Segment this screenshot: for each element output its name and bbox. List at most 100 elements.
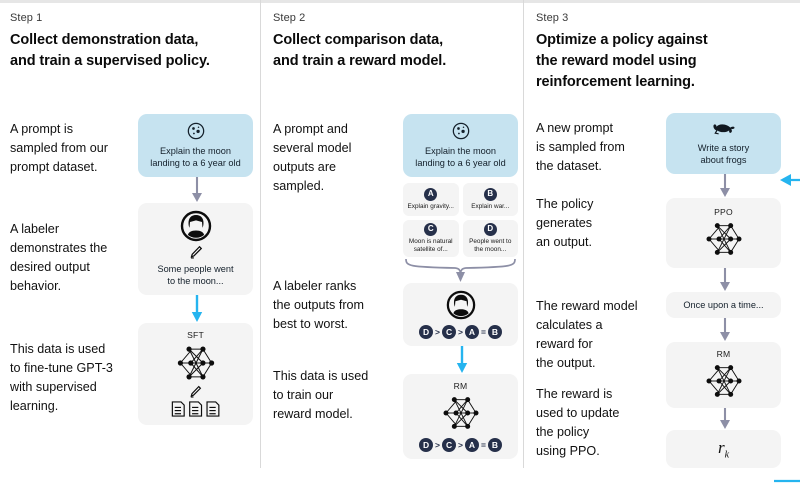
rm-rank-operator-1: > — [435, 439, 441, 450]
step-1-labeler-text: Some people went to the moon... — [157, 263, 234, 287]
step-2-paragraph-1: A prompt and several model outputs are s… — [273, 122, 352, 194]
step-2-column: Step 2 Collect comparison data, and trai… — [260, 0, 523, 468]
step-2-prompt-text: Explain the moon landing to a 6 year old — [415, 146, 506, 169]
step-3-flow: Write a story about frogs PPO — [666, 97, 784, 469]
arrow-output-to-rm — [720, 318, 730, 342]
step-2-rm-node[interactable]: RM — [403, 373, 518, 459]
step-2-ranker-node[interactable]: D > C > A = B — [403, 282, 518, 346]
neural-network-icon — [706, 223, 741, 255]
step-1-prompt-text: Explain the moon landing to a 6 year old — [150, 146, 241, 169]
step-3-title-line1: Optimize a policy against — [536, 32, 708, 48]
arrow-prompt-to-labeler — [192, 176, 202, 202]
rank-badge-4: B — [487, 324, 502, 339]
arrow-rm-to-reward — [720, 408, 730, 430]
step-2-title-line1: Collect comparison data, — [273, 32, 444, 48]
arrow-labeler-to-sft — [191, 294, 203, 322]
step-3-column: Step 3 Optimize a policy against the rew… — [523, 0, 800, 483]
rm-rank-badge-3: A — [464, 437, 479, 452]
step-2-label: Step 2 — [273, 12, 306, 24]
output-option-b[interactable]: B Explain war... — [462, 182, 518, 216]
step-2-title: Collect comparison data, and train a rew… — [273, 30, 523, 72]
step-3-reward-node[interactable]: rk — [666, 430, 781, 469]
option-text-d: People went to the moon... — [469, 237, 512, 253]
option-badge-d: D — [483, 222, 497, 236]
rm-rank-badge-1: D — [419, 437, 434, 452]
step-3-output-node[interactable]: Once upon a time... — [666, 291, 781, 319]
step-2-rm-ranking-row: D > C > A = B — [419, 437, 502, 452]
step-3-label: Step 3 — [536, 12, 569, 24]
rank-operator-1: > — [435, 326, 441, 337]
step-1-label: Step 1 — [10, 12, 43, 24]
rm-rank-operator-2: > — [458, 439, 463, 450]
brace-merge-arrow — [405, 258, 516, 282]
labeler-avatar-icon — [446, 290, 475, 320]
neural-network-icon — [177, 346, 214, 380]
rank-badge-1: D — [419, 324, 434, 339]
step-2-model-outputs: A Explain gravity... B Explain war... C … — [403, 182, 518, 257]
option-text-b: Explain war... — [471, 202, 510, 210]
rank-badge-2: C — [442, 324, 457, 339]
step-1-paragraph-1: A prompt is sampled from our prompt data… — [10, 122, 108, 175]
rank-operator-2: > — [458, 326, 463, 337]
moon-icon — [187, 122, 204, 140]
step-3-output-text: Once upon a time... — [683, 299, 764, 310]
labeler-avatar-icon — [180, 210, 211, 242]
rank-operator-3: = — [480, 326, 486, 337]
option-badge-b: B — [483, 187, 497, 201]
pencil-icon — [190, 245, 202, 259]
step-1-flow: Explain the moon landing to a 6 year old — [138, 82, 256, 425]
rm-rank-badge-2: C — [442, 437, 457, 452]
top-divider — [0, 0, 800, 3]
step-3-title: Optimize a policy against the reward mod… — [536, 30, 800, 93]
moon-icon — [452, 122, 469, 140]
step-1-sft-node[interactable]: SFT — [138, 322, 253, 425]
step-1-title: Collect demonstration data, and train a … — [10, 30, 260, 72]
pencil-icon — [190, 385, 202, 398]
step-1-paragraph-2: A labeler demonstrates the desired outpu… — [10, 222, 108, 294]
step-3-prompt-text: Write a story about frogs — [697, 143, 750, 166]
step-3-paragraph-1: A new prompt is sampled from the dataset… — [536, 121, 625, 174]
rm-rank-badge-4: B — [487, 437, 502, 452]
step-2-paragraph-2: A labeler ranks the outputs from best to… — [273, 279, 365, 332]
step-1-paragraph-3: This data is used to fine-tune GPT-3 wit… — [10, 342, 113, 414]
step-3-title-line2: the reward model using — [536, 53, 697, 70]
rlhf-diagram: Step 1 Collect demonstration data, and t… — [0, 0, 800, 483]
step-1-title-line1: Collect demonstration data, — [10, 32, 199, 48]
documents-icon — [171, 401, 219, 417]
neural-network-icon — [443, 397, 478, 429]
output-option-a[interactable]: A Explain gravity... — [403, 182, 459, 216]
step-3-paragraph-2: The policy generates an output. — [536, 197, 594, 250]
step-1-title-line2: and train a supervised policy. — [10, 53, 210, 70]
step-1-sft-caption: SFT — [187, 329, 204, 340]
option-text-c: Moon is natural satellite of... — [408, 237, 453, 253]
output-option-d[interactable]: D People went to the moon... — [462, 219, 518, 257]
option-badge-a: A — [424, 187, 438, 201]
step-3-rm-caption: RM — [716, 349, 731, 360]
step-2-paragraph-3: This data is used to train our reward mo… — [273, 369, 369, 422]
step-3-paragraph-4: The reward is used to update the policy … — [536, 387, 620, 459]
option-text-a: Explain gravity... — [407, 202, 454, 210]
step-3-ppo-node[interactable]: PPO — [666, 197, 781, 268]
step-2-ranking-row: D > C > A = B — [419, 324, 502, 339]
step-1-prompt-node[interactable]: Explain the moon landing to a 6 year old — [138, 114, 253, 177]
step-2-rm-caption: RM — [453, 380, 468, 391]
step-3-rm-node[interactable]: RM — [666, 342, 781, 409]
neural-network-icon — [706, 365, 741, 398]
rm-rank-operator-3: = — [480, 439, 486, 450]
arrow-ppo-to-output — [720, 267, 730, 291]
option-badge-c: C — [424, 222, 438, 236]
step-2-prompt-node[interactable]: Explain the moon landing to a 6 year old — [403, 114, 518, 177]
step-3-prompt-node[interactable]: Write a story about frogs — [666, 113, 781, 174]
output-option-c[interactable]: C Moon is natural satellite of... — [403, 219, 459, 257]
step-3-paragraph-3: The reward model calculates a reward for… — [536, 299, 638, 371]
step-3-ppo-caption: PPO — [714, 206, 733, 217]
reward-symbol: r — [717, 438, 725, 458]
step-2-title-line2: and train a reward model. — [273, 53, 447, 70]
reward-subscript: k — [724, 449, 730, 461]
step-1-labeler-node[interactable]: Some people went to the moon... — [138, 202, 253, 295]
step-2-flow: Explain the moon landing to a 6 year old… — [403, 82, 521, 459]
step-1-column: Step 1 Collect demonstration data, and t… — [0, 0, 260, 468]
rank-badge-3: A — [464, 324, 479, 339]
step-3-title-line3: reinforcement learning. — [536, 74, 695, 91]
arrow-prompt-to-ppo — [720, 173, 730, 197]
